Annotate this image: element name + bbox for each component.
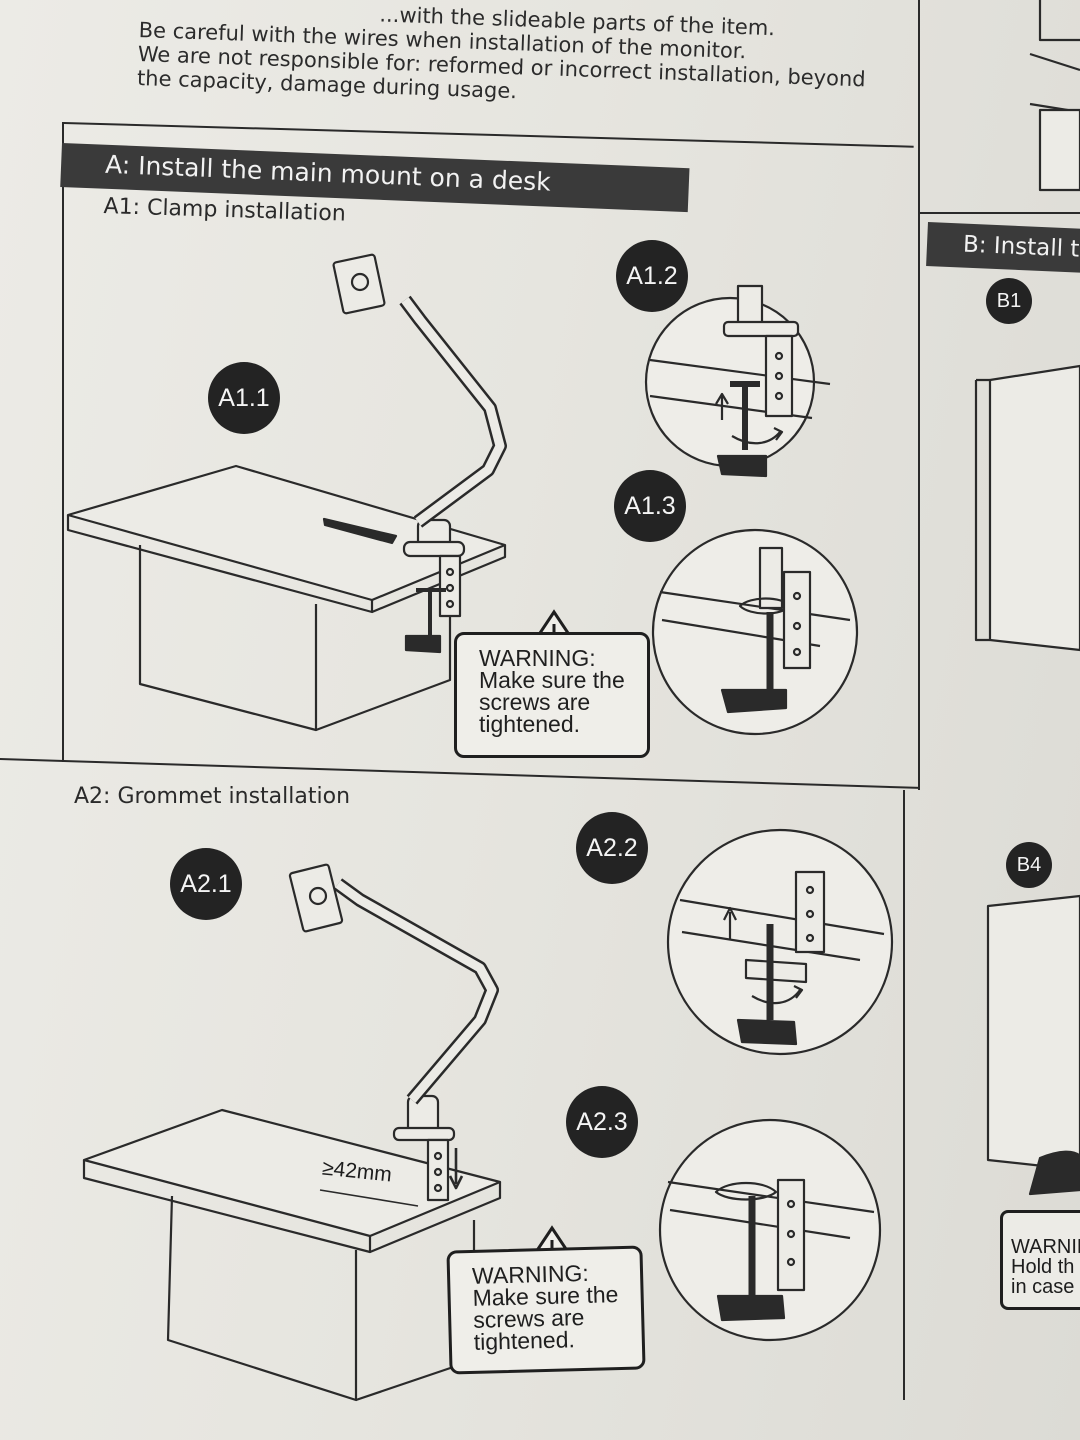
step-badge-b4: B4 <box>1006 842 1052 888</box>
a1-3-detail-illustration <box>651 528 859 736</box>
warning-a1-line-2: Make sure the <box>479 667 625 693</box>
b-side-illustration <box>974 0 1080 1196</box>
warning-a1-line-3: screws are <box>479 689 591 715</box>
warning-box-a1: WARNING: Make sure the screws are tighte… <box>454 632 650 758</box>
warning-a2-line-4: tightened. <box>473 1326 576 1355</box>
warning-b-line-2: Hold th <box>1011 1256 1075 1278</box>
a2-2-detail-illustration <box>666 828 894 1056</box>
warning-a1-line-4: tightened. <box>479 711 581 737</box>
step-badge-a1-1: A1.1 <box>208 362 280 434</box>
step-badge-a1-3: A1.3 <box>614 470 686 542</box>
a1-desk-illustration <box>66 253 507 732</box>
divider-a-left <box>62 122 64 762</box>
divider-a2-right <box>903 790 905 1400</box>
a2-desk-illustration <box>82 863 502 1402</box>
divider-b-top <box>920 212 1080 214</box>
warning-b-line-3: in case c <box>1011 1276 1080 1298</box>
section-b-title: B: Install t <box>926 222 1080 275</box>
warning-box-a2: WARNING: Make sure the screws are tighte… <box>446 1245 646 1375</box>
warning-box-b: WARNIN Hold th in case c <box>1000 1210 1080 1310</box>
a2-title: A2: Grommet installation <box>74 784 351 809</box>
a1-2-detail-illustration <box>644 284 831 478</box>
warning-a1-line-1: WARNING: <box>479 645 596 671</box>
step-badge-a2-1: A2.1 <box>170 848 242 920</box>
step-badge-a2-3: A2.3 <box>566 1086 638 1158</box>
step-badge-a1-2: A1.2 <box>616 240 688 312</box>
a2-3-detail-illustration <box>658 1118 882 1342</box>
divider-a-right <box>918 0 920 790</box>
step-badge-b1: B1 <box>986 278 1032 324</box>
step-badge-a2-2: A2.2 <box>576 812 648 884</box>
warning-b-line-1: WARNIN <box>1011 1236 1080 1258</box>
arrow-icon <box>448 1148 464 1190</box>
arrow-icon <box>322 517 398 545</box>
